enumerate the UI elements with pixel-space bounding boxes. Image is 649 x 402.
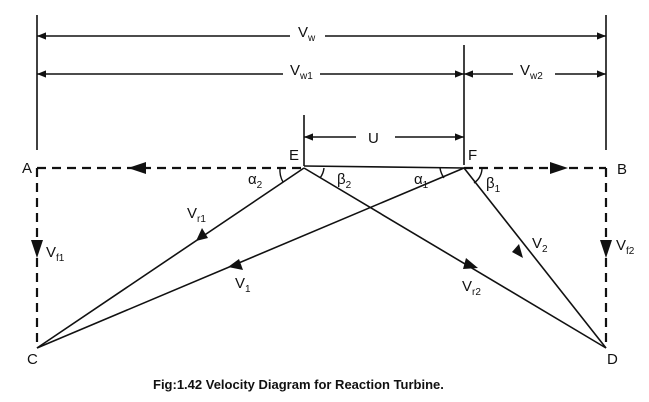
- label-point-d: D: [607, 351, 618, 368]
- label-point-f: F: [468, 147, 477, 164]
- arrowhead-v1: [228, 259, 243, 270]
- label-vr2: Vr2: [462, 278, 481, 298]
- figure-caption: Fig:1.42 Velocity Diagram for Reaction T…: [153, 377, 444, 392]
- angle-arc-beta1: [473, 167, 483, 184]
- line-vr1: [36, 167, 305, 349]
- angle-arc-beta2: [319, 167, 325, 179]
- label-alpha2: α2: [248, 171, 263, 191]
- label-vr1: Vr1: [187, 205, 206, 225]
- line-v2: [463, 167, 607, 349]
- line-v1: [36, 167, 465, 349]
- label-point-c: C: [27, 351, 38, 368]
- line-e-f: [303, 165, 465, 169]
- label-point-e: E: [289, 147, 299, 164]
- label-point-a: A: [22, 160, 32, 177]
- line-vr2: [303, 167, 607, 349]
- arrowhead-vf1: [31, 240, 43, 258]
- arrowhead-right: [550, 162, 568, 174]
- label-vf2: Vf2: [616, 237, 635, 257]
- label-vf1: Vf1: [46, 244, 65, 264]
- label-vw2: Vw2: [520, 62, 543, 82]
- label-u: U: [368, 130, 379, 147]
- label-alpha1: α1: [414, 171, 429, 191]
- arrowhead-vr1: [196, 228, 208, 241]
- label-v1: V1: [235, 275, 251, 295]
- label-v2: V2: [532, 235, 548, 255]
- label-beta1: β1: [486, 175, 501, 195]
- label-point-b: B: [617, 161, 627, 178]
- arrowhead-vr2: [463, 258, 478, 269]
- label-vw1: Vw1: [290, 62, 313, 82]
- arrowhead-vf2: [600, 240, 612, 258]
- arrowhead-left: [128, 162, 146, 174]
- angle-arc-alpha1: [439, 167, 445, 179]
- arrowhead-v2: [512, 244, 523, 258]
- label-vw: Vw: [298, 24, 316, 44]
- label-beta2: β2: [337, 171, 352, 191]
- angle-arc-alpha2: [279, 167, 284, 183]
